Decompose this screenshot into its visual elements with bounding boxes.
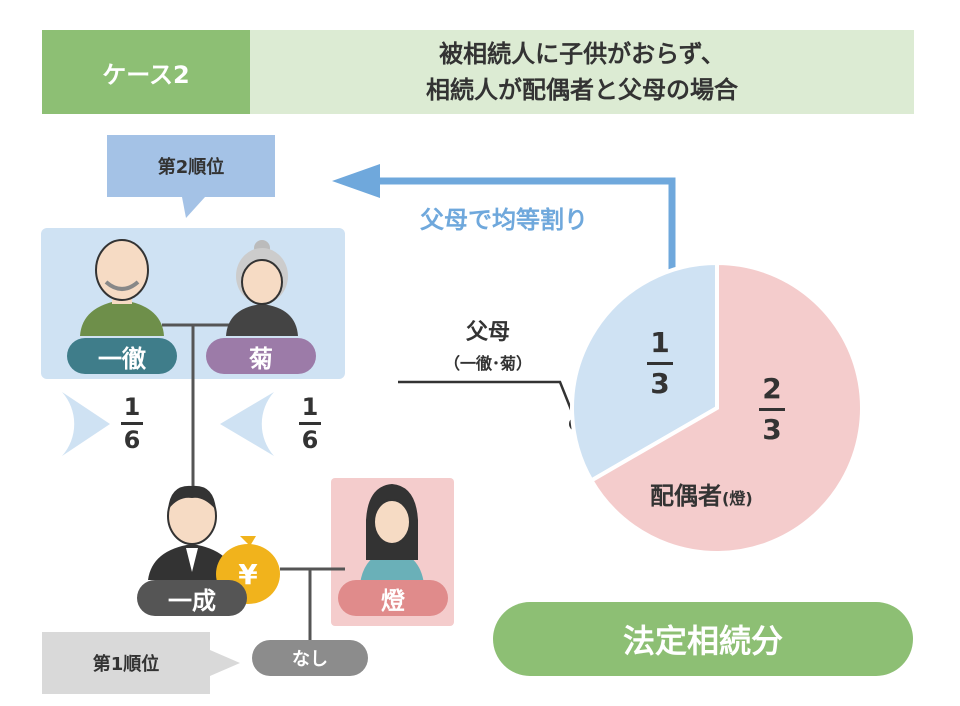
svg-text:¥: ¥ — [238, 558, 258, 591]
pie-spouse-label-sub: (燈) — [722, 489, 753, 508]
deceased-name: 一成 — [137, 580, 247, 616]
legal-share-result: 法定相続分 — [493, 602, 913, 676]
father-share-denominator: 6 — [123, 426, 141, 454]
child-none-label: なし — [252, 640, 368, 676]
pie-spouse-denominator: 3 — [762, 413, 782, 446]
rank2-label: 第2順位 — [157, 157, 225, 178]
rank1-box — [42, 632, 210, 694]
inheritance-pie-chart — [570, 260, 864, 555]
parents-pie-label: 父母 （一徹･菊） — [398, 314, 578, 374]
parents-leader-line — [398, 380, 578, 423]
page-title: 被相続人に子供がおらず、 相続人が配偶者と父母の場合 — [250, 30, 914, 114]
pie-spouse-label-main: 配偶者 — [650, 482, 722, 510]
rank2-callout-tail — [182, 197, 205, 218]
pie-parent-denominator: 3 — [650, 367, 670, 400]
pie-parent-numerator: 1 — [647, 324, 673, 365]
rank1-label: 第1順位 — [92, 654, 160, 675]
father-share: 1 6 — [112, 392, 152, 455]
mother-share: 1 6 — [290, 392, 330, 455]
mother-share-numerator: 1 — [298, 392, 322, 425]
spouse-avatar — [360, 484, 424, 584]
pie-slice-1 — [588, 260, 864, 555]
case-label: ケース2 — [42, 30, 250, 114]
parents-pie-label-sub: （一徹･菊） — [443, 354, 532, 373]
rank2-callout-box — [107, 135, 275, 197]
father-share-numerator: 1 — [120, 392, 144, 425]
mother-name: 菊 — [206, 338, 316, 374]
mother-avatar — [226, 240, 298, 336]
pie-slice-0 — [570, 260, 719, 484]
spouse-name: 燈 — [338, 580, 448, 616]
mother-share-wedge — [220, 392, 274, 456]
equal-split-label: 父母で均等割り — [420, 206, 588, 234]
pie-spouse-label: 配偶者(燈) — [650, 476, 810, 511]
title-line-2: 相続人が配偶者と父母の場合 — [426, 76, 738, 104]
arrow-line — [372, 177, 676, 272]
arrow-head — [332, 164, 380, 198]
pie-spouse-fraction: 2 3 — [752, 370, 792, 449]
rank1-arrow — [210, 650, 240, 676]
parents-pie-label-main: 父母 — [465, 320, 510, 345]
title-line-1: 被相続人に子供がおらず、 — [439, 40, 725, 68]
mother-share-denominator: 6 — [301, 426, 319, 454]
father-share-wedge — [62, 392, 110, 456]
father-name: 一徹 — [67, 338, 177, 374]
pie-parent-fraction: 1 3 — [640, 324, 680, 403]
deceased-avatar — [148, 485, 236, 580]
father-avatar — [80, 239, 164, 336]
pie-spouse-numerator: 2 — [759, 370, 785, 411]
